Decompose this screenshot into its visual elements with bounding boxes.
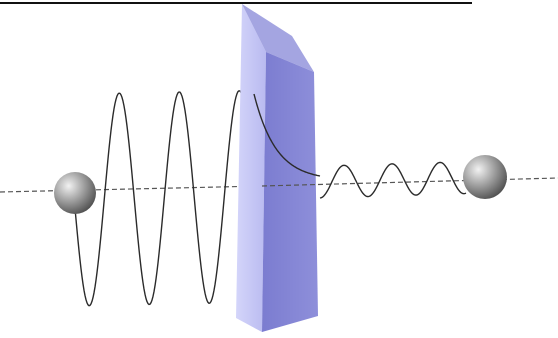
barrier-top-face [242, 4, 314, 72]
outgoing-particle-sphere-icon [463, 155, 507, 199]
potential-barrier [236, 4, 318, 332]
axis-line-right [261, 177, 558, 187]
transmitted-wave [319, 161, 467, 199]
barrier-front-face [236, 4, 266, 332]
barrier-side-face [262, 52, 318, 332]
axis-line-left [0, 185, 263, 193]
decaying-wave [253, 93, 321, 177]
incoming-wave [74, 90, 255, 307]
incoming-particle-sphere-icon [54, 172, 96, 214]
